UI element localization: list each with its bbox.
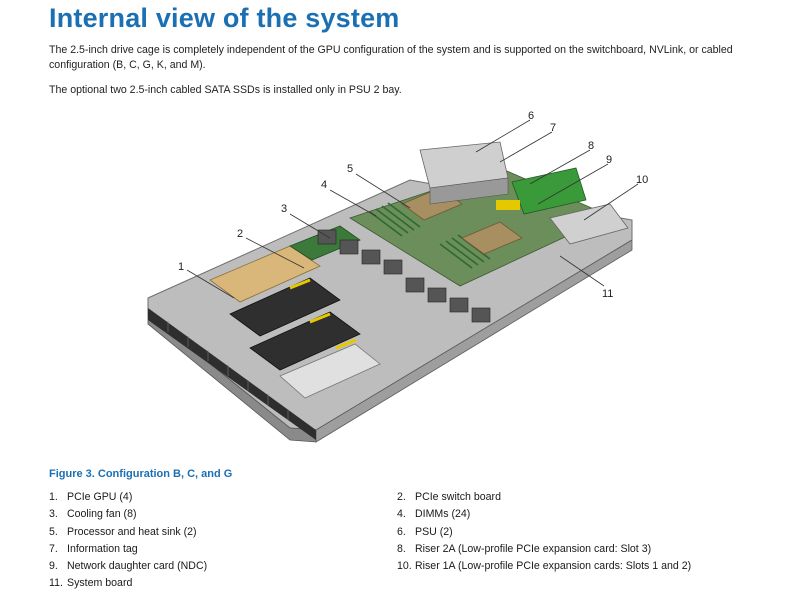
legend-item: 4.DIMMs (24) <box>397 508 471 521</box>
server-internal-view-figure: 1 2 3 4 5 6 7 8 9 10 11 <box>140 108 660 460</box>
ndc-card <box>496 200 520 210</box>
callout-5: 5 <box>347 163 353 175</box>
server-illustration: 1 2 3 4 5 6 7 8 9 10 11 <box>147 110 648 443</box>
callout-10: 10 <box>636 174 648 186</box>
legend-item: 3.Cooling fan (8) <box>49 508 137 521</box>
front-drive-bays <box>148 308 316 440</box>
callout-7: 7 <box>550 122 556 134</box>
callout-3: 3 <box>281 203 287 215</box>
legend-item: 8.Riser 2A (Low-profile PCIe expansion c… <box>397 542 652 555</box>
riser-1a <box>549 203 629 245</box>
legend-item: 1.PCIe GPU (4) <box>49 491 133 503</box>
legend-left-column: 1.PCIe GPU (4) 3.Cooling fan (8) 5.Proce… <box>49 489 207 593</box>
cooling-fans <box>317 229 491 323</box>
ssd-note-paragraph: The optional two 2.5-inch cabled SATA SS… <box>49 84 402 96</box>
legend-item: 9.Network daughter card (NDC) <box>49 560 208 573</box>
figure-caption: Figure 3. Configuration B, C, and G <box>49 468 233 480</box>
drive-bay-slots <box>167 321 289 420</box>
callout-8: 8 <box>588 140 594 152</box>
callout-2: 2 <box>237 228 243 240</box>
callout-4: 4 <box>321 179 327 191</box>
legend-item: 10.Riser 1A (Low-profile PCIe expansion … <box>397 560 692 573</box>
callout-9: 9 <box>606 154 612 166</box>
legend-item: 11.System board <box>49 577 133 590</box>
intro-paragraph: The 2.5-inch drive cage is completely in… <box>49 44 733 71</box>
page-title: Internal view of the system <box>49 3 400 33</box>
callout-6: 6 <box>528 110 534 122</box>
psu-front <box>429 177 509 205</box>
legend-item: 6.PSU (2) <box>397 525 453 538</box>
legend-item: 2.PCIe switch board <box>397 491 501 503</box>
callout-leaders <box>186 119 639 299</box>
callout-1: 1 <box>178 261 184 273</box>
legend-right-column: 2.PCIe switch board 4.DIMMs (24) 6.PSU (… <box>397 489 691 575</box>
legend-item: 5.Processor and heat sink (2) <box>49 525 197 538</box>
callout-11: 11 <box>602 288 613 300</box>
pcie-gpus <box>209 245 381 399</box>
legend-item: 7.Information tag <box>49 542 138 555</box>
